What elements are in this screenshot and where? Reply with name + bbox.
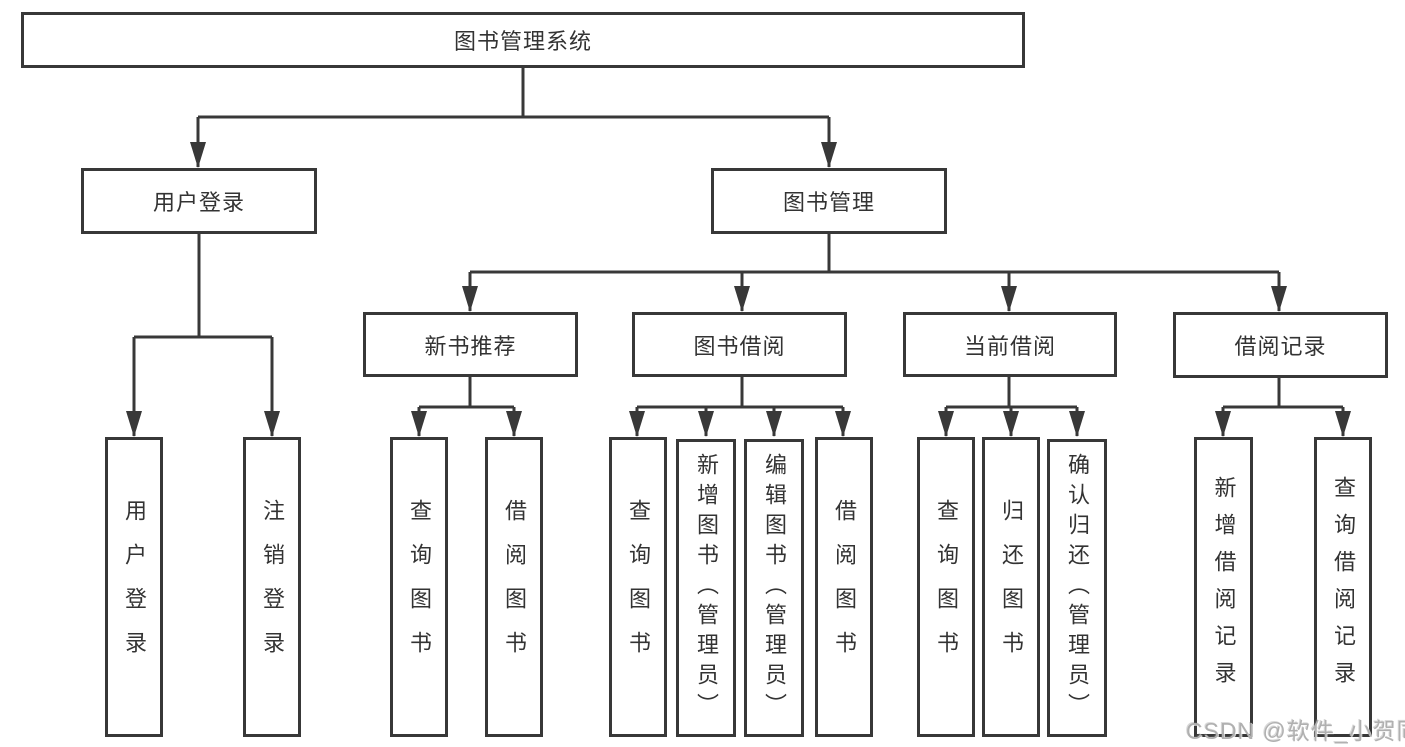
leaf-bb-borrow-books: 借阅图书 bbox=[815, 437, 873, 737]
leaf-bb-edit-books-admin-label: 编辑图书（管理员） bbox=[762, 453, 787, 723]
leaf-bb-add-books-admin: 新增图书（管理员） bbox=[676, 439, 736, 737]
node-book-borrowing: 图书借阅 bbox=[632, 312, 847, 377]
leaf-cb-query-books-label: 查询图书 bbox=[934, 499, 959, 675]
leaf-cb-confirm-return-admin: 确认归还（管理员） bbox=[1047, 439, 1107, 737]
leaf-cb-confirm-return-admin-label: 确认归还（管理员） bbox=[1065, 453, 1090, 723]
leaf-br-query-record: 查询借阅记录 bbox=[1314, 437, 1372, 737]
leaf-cb-return-books: 归还图书 bbox=[982, 437, 1040, 737]
leaf-user-login-label: 用户登录 bbox=[122, 499, 147, 675]
node-user-login: 用户登录 bbox=[81, 168, 317, 234]
node-current-borrowing: 当前借阅 bbox=[903, 312, 1117, 377]
leaf-bb-edit-books-admin: 编辑图书（管理员） bbox=[744, 439, 804, 737]
leaf-br-add-record: 新增借阅记录 bbox=[1194, 437, 1253, 737]
node-user-login-label: 用户登录 bbox=[152, 190, 245, 215]
leaf-user-login: 用户登录 bbox=[105, 437, 163, 737]
leaf-cb-return-books-label: 归还图书 bbox=[999, 499, 1024, 675]
leaf-bb-add-books-admin-label: 新增图书（管理员） bbox=[694, 453, 719, 723]
node-borrowing-records: 借阅记录 bbox=[1173, 312, 1388, 378]
node-root-label: 图书管理系统 bbox=[453, 29, 592, 54]
node-new-book-recommendation: 新书推荐 bbox=[363, 312, 578, 377]
node-root: 图书管理系统 bbox=[21, 12, 1025, 68]
leaf-nbr-query-books: 查询图书 bbox=[390, 437, 448, 737]
node-current-borrowing-label: 当前借阅 bbox=[963, 333, 1056, 359]
watermark: CSDN @软件_小贺同学 bbox=[1186, 718, 1405, 744]
leaf-logout-label: 注销登录 bbox=[260, 499, 285, 675]
leaf-nbr-borrow-books-label: 借阅图书 bbox=[502, 499, 527, 675]
leaf-logout: 注销登录 bbox=[243, 437, 301, 737]
node-book-management: 图书管理 bbox=[711, 168, 947, 234]
leaf-nbr-query-books-label: 查询图书 bbox=[407, 499, 432, 675]
node-new-book-recommendation-label: 新书推荐 bbox=[424, 333, 517, 359]
node-borrowing-records-label: 借阅记录 bbox=[1234, 334, 1327, 359]
leaf-bb-query-books-label: 查询图书 bbox=[626, 499, 651, 675]
leaf-br-add-record-label: 新增借阅记录 bbox=[1211, 476, 1237, 698]
leaf-bb-query-books: 查询图书 bbox=[609, 437, 667, 737]
node-book-management-label: 图书管理 bbox=[782, 190, 875, 215]
leaf-br-query-record-label: 查询借阅记录 bbox=[1331, 476, 1356, 698]
leaf-bb-borrow-books-label: 借阅图书 bbox=[832, 499, 857, 675]
node-book-borrowing-label: 图书借阅 bbox=[693, 333, 786, 359]
leaf-nbr-borrow-books: 借阅图书 bbox=[485, 437, 543, 737]
leaf-cb-query-books: 查询图书 bbox=[917, 437, 975, 737]
